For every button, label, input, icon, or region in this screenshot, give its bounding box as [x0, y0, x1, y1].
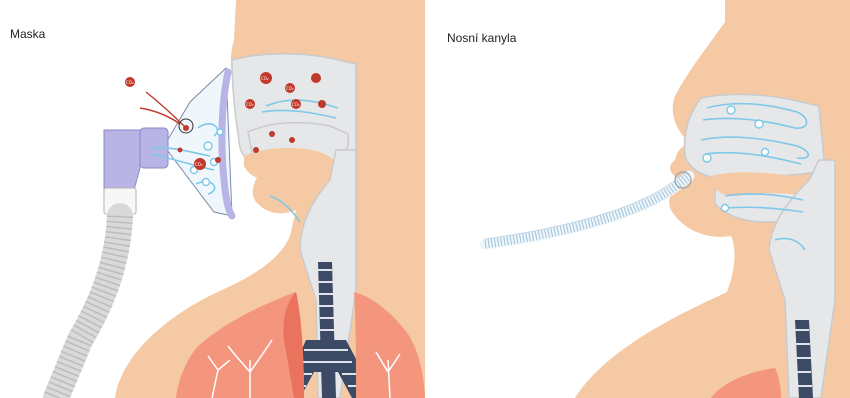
co2-label: CO₂	[195, 162, 203, 167]
co2-label: CO₂	[292, 102, 300, 107]
co2-label: CO₂	[286, 86, 294, 91]
cannula-tube-ribs	[485, 176, 689, 244]
elbow-tube	[104, 130, 140, 190]
cannula-tube	[485, 176, 689, 244]
co2-label: CO₂	[261, 76, 269, 81]
nasal-cavity	[685, 94, 825, 178]
mask-illustration: CO₂ CO₂ CO₂ CO₂ CO₂ CO₂	[0, 0, 425, 398]
cannula-label: Nosní kanyla	[447, 31, 516, 45]
cannula-panel: Nosní kanyla	[425, 0, 850, 398]
cannula-illustration	[425, 0, 850, 398]
mask-panel: CO₂ CO₂ CO₂ CO₂ CO₂ CO₂ Maska	[0, 0, 425, 398]
co2-label: CO₂	[246, 102, 254, 107]
exhale-arrows	[140, 92, 184, 126]
mask-label: Maska	[10, 27, 45, 41]
co2-label: CO₂	[126, 80, 134, 85]
